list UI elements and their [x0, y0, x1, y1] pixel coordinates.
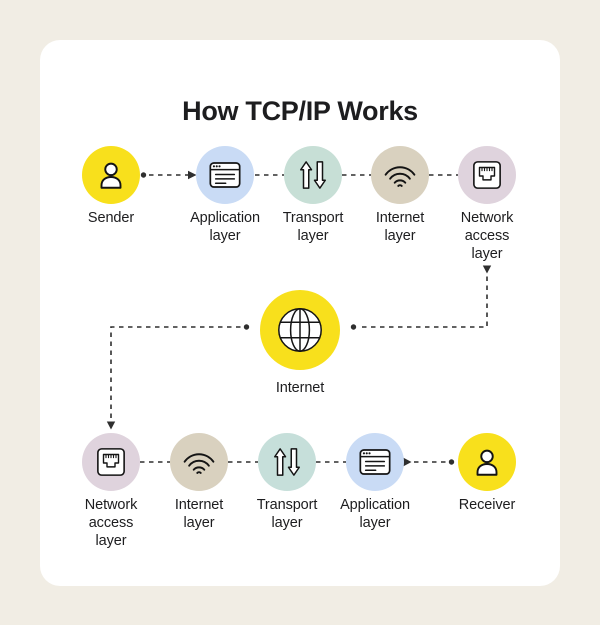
ethernet-port-icon [472, 160, 502, 190]
arrows-up-down-icon [272, 447, 302, 477]
transport-layer-label: Transport layer [282, 210, 344, 244]
wifi-icon [183, 449, 215, 475]
node-receiver: Receiver [427, 433, 547, 514]
person-icon [472, 447, 502, 477]
network-access-layer-label: Network access layer [84, 497, 138, 549]
node-sender: Sender [51, 146, 171, 227]
node-application-layer-top: Application layer [165, 146, 285, 245]
sender-circle [82, 146, 140, 204]
transport-layer-label: Transport layer [256, 497, 318, 531]
browser-window-icon [359, 448, 391, 476]
wifi-icon [384, 162, 416, 188]
ethernet-port-icon [96, 447, 126, 477]
node-internet-layer-top: Internet layer [340, 146, 460, 245]
internet-layer-label: Internet layer [174, 497, 224, 531]
network-access-circle [82, 433, 140, 491]
internet-layer-circle [170, 433, 228, 491]
network-access-layer-label: Network access layer [460, 210, 514, 262]
transport-layer-circle [258, 433, 316, 491]
transport-layer-circle [284, 146, 342, 204]
page-title: How TCP/IP Works [182, 96, 418, 127]
sender-label: Sender [87, 210, 135, 226]
node-transport-layer-bottom: Transport layer [227, 433, 347, 532]
arrows-up-down-icon [298, 160, 328, 190]
node-internet-globe: Internet [240, 290, 360, 397]
receiver-label: Receiver [458, 497, 516, 513]
internet-globe-label: Internet [275, 380, 325, 396]
network-access-circle [458, 146, 516, 204]
application-layer-circle [346, 433, 404, 491]
node-network-access-layer-top: Network access layer [427, 146, 547, 263]
application-layer-label: Application layer [190, 210, 260, 244]
internet-layer-label: Internet layer [375, 210, 425, 244]
globe-icon [276, 306, 324, 354]
node-transport-layer-top: Transport layer [253, 146, 373, 245]
node-network-access-layer-bottom: Network access layer [51, 433, 171, 550]
node-internet-layer-bottom: Internet layer [139, 433, 259, 532]
internet-layer-circle [371, 146, 429, 204]
node-application-layer-bottom: Application layer [315, 433, 435, 532]
internet-globe-circle [260, 290, 340, 370]
application-layer-circle [196, 146, 254, 204]
receiver-circle [458, 433, 516, 491]
person-icon [96, 160, 126, 190]
application-layer-label: Application layer [340, 497, 410, 531]
browser-window-icon [209, 161, 241, 189]
